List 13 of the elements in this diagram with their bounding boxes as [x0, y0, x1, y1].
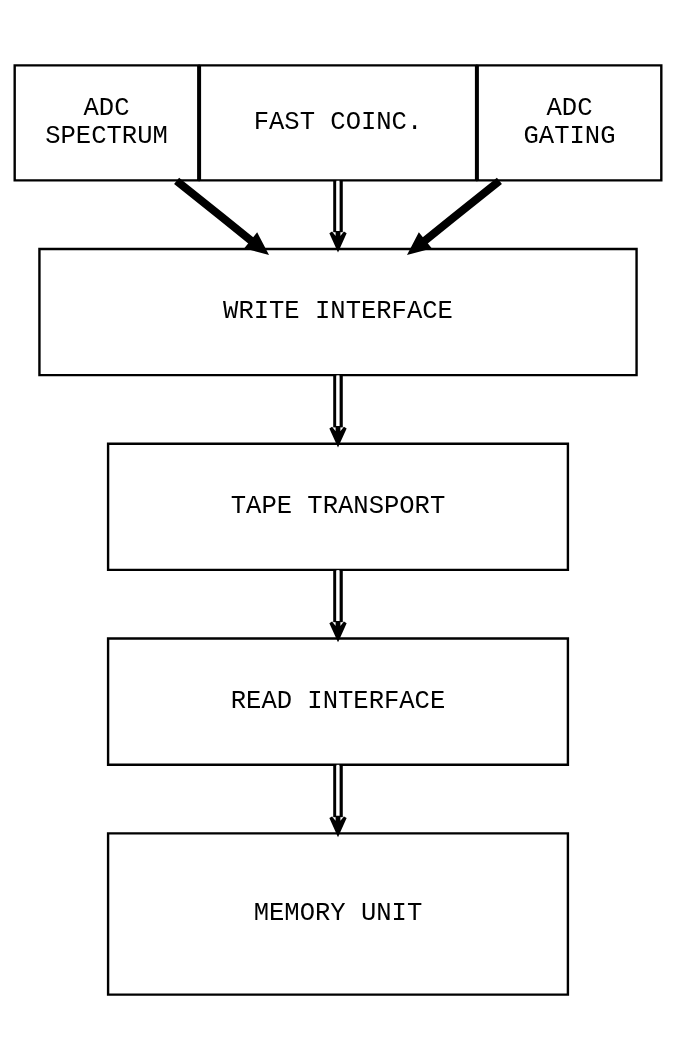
arrow	[329, 375, 347, 446]
arrow	[174, 177, 269, 256]
node-box: ADC SPECTRUM	[13, 64, 200, 182]
arrow	[329, 180, 347, 251]
node-box: TAPE TRANSPORT	[106, 442, 570, 572]
node-box: FAST COINC.	[198, 64, 478, 182]
arrow	[407, 177, 502, 256]
node-box: READ INTERFACE	[106, 637, 570, 766]
arrow	[329, 570, 347, 641]
arrow	[329, 764, 347, 835]
node-box: WRITE INTERFACE	[38, 247, 638, 377]
node-box: ADC GATING	[476, 64, 663, 182]
node-box: MEMORY UNIT	[106, 832, 570, 996]
